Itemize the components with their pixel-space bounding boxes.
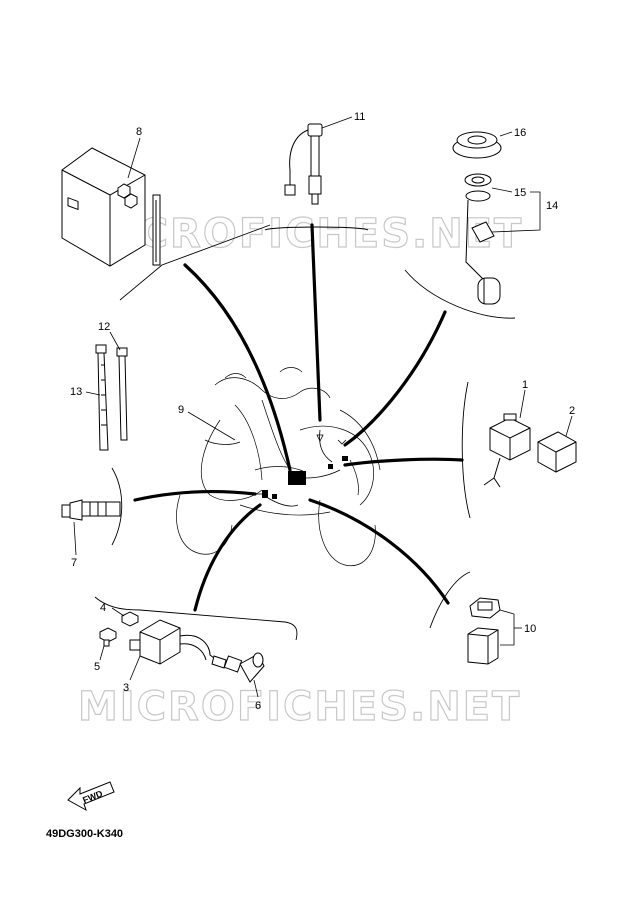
frame-coil (94, 596, 298, 641)
forward-arrow-icon: FWD (67, 781, 115, 812)
wire-harness (133, 223, 464, 612)
leader-8 (127, 137, 141, 179)
callout-10: 10 (524, 623, 536, 635)
scooter-outline-icon (176, 367, 381, 567)
fuel-sender-icon (452, 131, 502, 305)
harness-coupler-c (328, 464, 333, 469)
leader-12 (109, 331, 121, 351)
callout-5: 5 (94, 661, 100, 673)
frame-sensor (264, 226, 369, 231)
callout-11: 11 (354, 111, 365, 123)
fuse-icon (467, 597, 501, 665)
frame-relays (461, 381, 471, 519)
relay-icon (483, 413, 577, 488)
harness-coupler-d (342, 456, 348, 461)
callout-9: 9 (178, 404, 184, 416)
callout-13: 13 (70, 386, 82, 398)
frame-fuel-sender (404, 269, 516, 319)
spark-plug-icon (61, 499, 121, 521)
frame-battery (119, 224, 271, 301)
leader-10 (499, 609, 515, 646)
callout-4: 4 (100, 602, 106, 614)
leader-16 (499, 131, 513, 137)
ignition-coil-icon (99, 611, 215, 665)
diagram-code: 49DG300-K340 (46, 828, 123, 840)
leader-9 (187, 411, 236, 441)
watermark-top: MICROFICHES.NET (80, 211, 523, 257)
harness-connector-block (288, 471, 306, 485)
plug-cap-icon (211, 652, 265, 683)
callout-6: 6 (255, 700, 261, 712)
battery-icon (61, 147, 161, 267)
callout-2: 2 (569, 405, 575, 417)
leader-2 (565, 415, 573, 437)
leader-14 (491, 191, 541, 233)
leader-4 (111, 607, 125, 617)
leader-3 (129, 655, 141, 681)
leader-7 (73, 521, 77, 556)
leader-1 (519, 389, 526, 419)
harness-coupler-a (262, 490, 268, 498)
cable-tie-icon (95, 344, 128, 451)
callout-8: 8 (136, 126, 142, 138)
leader-11 (321, 116, 353, 129)
leader-5 (99, 645, 105, 661)
callout-1: 1 (522, 379, 528, 391)
leader-13 (85, 391, 101, 396)
leader-15 (491, 187, 513, 193)
callout-14: 14 (546, 200, 558, 212)
watermark-bottom: MICROFICHES.NET (78, 684, 521, 730)
frame-plug (111, 467, 123, 546)
callout-7: 7 (71, 557, 77, 569)
harness-coupler-b (272, 494, 277, 499)
frame-fuse (429, 571, 471, 629)
callout-15: 15 (514, 187, 526, 199)
callout-3: 3 (123, 682, 129, 694)
leader-6 (253, 679, 259, 698)
callout-12: 12 (98, 321, 110, 333)
callout-16: 16 (514, 127, 526, 139)
sensor-icon (284, 123, 323, 205)
fwd-label: FWD (81, 788, 104, 805)
